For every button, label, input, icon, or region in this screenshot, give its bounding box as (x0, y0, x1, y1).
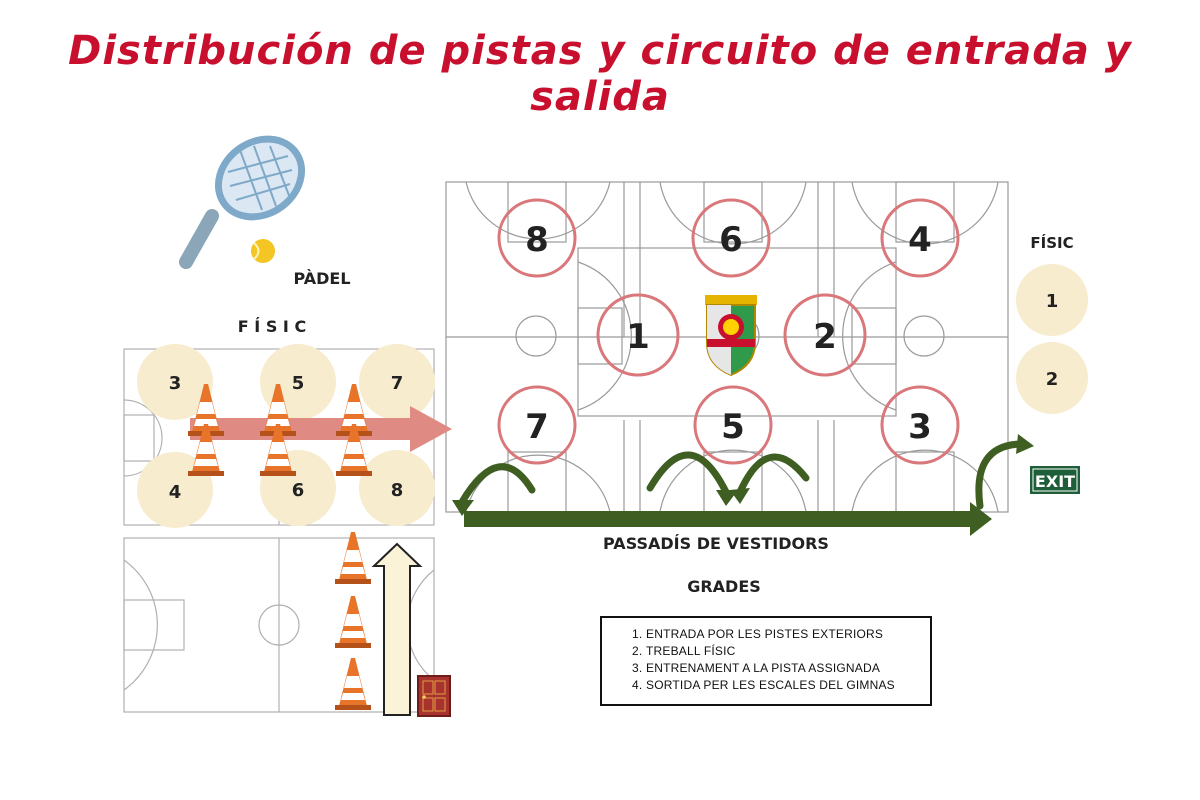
page-title: Distribución de pistas y circuito de ent… (68, 28, 1132, 120)
tennis-racket-icon (179, 135, 306, 269)
main-courts (445, 181, 1009, 513)
fisic-right-label: FÍSIC (1030, 233, 1073, 252)
court-number-4: 4 (908, 220, 932, 260)
cones-fisic (188, 384, 372, 476)
court-ring-2 (783, 293, 867, 377)
legend-item: SORTIDA PER LES ESCALES DEL GIMNAS (646, 677, 918, 694)
corridor-label: PASSADÍS DE VESTIDORS (603, 534, 829, 553)
station-5-label: 5 (292, 373, 305, 394)
court-number-7: 7 (525, 407, 549, 447)
station-7 (359, 344, 435, 420)
entry-up-arrow (371, 542, 423, 716)
cones-entry (335, 532, 371, 710)
station-6-label: 6 (292, 480, 305, 501)
court-number-6: 6 (719, 220, 743, 260)
station-8 (359, 450, 435, 526)
station-right-1 (1016, 264, 1088, 336)
exit-sign-label: EXIT (1035, 472, 1075, 491)
court-number-1: 1 (626, 317, 650, 357)
court-number-3: 3 (908, 407, 932, 447)
court-ring-4 (880, 198, 960, 278)
corridor-arrow (464, 502, 992, 536)
fisic-left-label: F Í S I C (238, 317, 306, 336)
station-right-1-label: 1 (1046, 291, 1059, 312)
exit-route (458, 440, 1024, 510)
station-8-label: 8 (391, 480, 404, 501)
legend-item: TREBALL FÍSIC (646, 643, 918, 660)
station-3-label: 3 (169, 373, 182, 394)
station-4-label: 4 (169, 482, 182, 503)
padel-label: PÀDEL (293, 269, 350, 288)
court-rings (497, 198, 960, 465)
station-7-label: 7 (391, 373, 404, 394)
legend-list: ENTRADA POR LES PISTES EXTERIORS TREBALL… (628, 626, 918, 694)
court-ring-5 (693, 385, 773, 465)
court-ring-1 (596, 293, 680, 377)
door-icon (417, 675, 451, 717)
traffic-cone-icon (335, 532, 371, 584)
stands-label: GRADES (687, 577, 761, 596)
traffic-cone-icon (335, 658, 371, 710)
court-ring-6 (691, 198, 771, 278)
station-3 (137, 344, 213, 420)
court-number-8: 8 (525, 220, 549, 260)
legend-item: ENTRENAMENT A LA PISTA ASSIGNADA (646, 660, 918, 677)
court-ring-3 (880, 385, 960, 465)
exit-sign (1030, 466, 1080, 494)
exit-route-heads (452, 434, 1034, 516)
legend-item: ENTRADA POR LES PISTES EXTERIORS (646, 626, 918, 643)
station-right-2 (1016, 342, 1088, 414)
club-crest-icon (705, 295, 757, 377)
station-right-2-label: 2 (1046, 369, 1059, 390)
traffic-cone-icon (335, 596, 371, 648)
entry-arrow (190, 406, 452, 452)
court-number-5: 5 (721, 407, 745, 447)
legend-box: ENTRADA POR LES PISTES EXTERIORS TREBALL… (600, 616, 932, 706)
court-ring-8 (497, 198, 577, 278)
tennis-ball-icon (251, 239, 275, 263)
court-ring-7 (497, 385, 577, 465)
court-number-2: 2 (813, 317, 837, 357)
